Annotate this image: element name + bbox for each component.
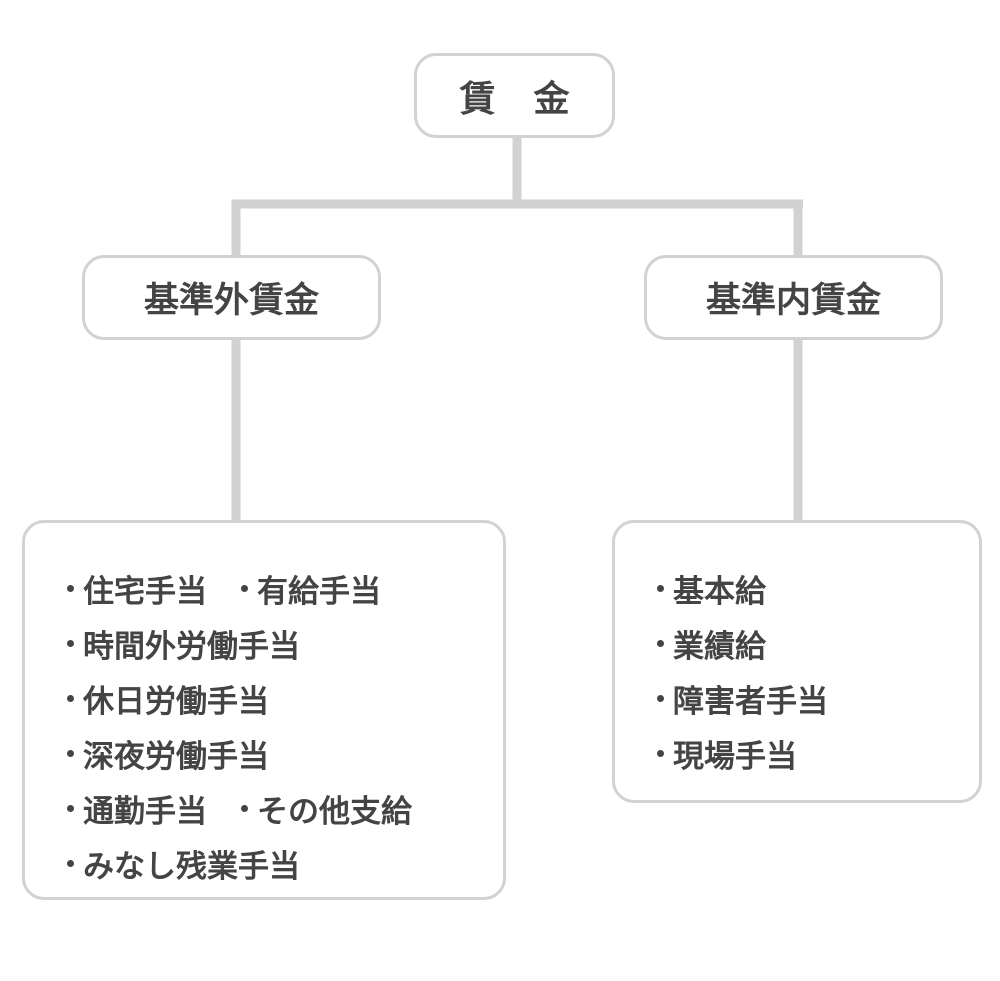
standard-wage-list: 基本給 業績給 障害者手当 現場手当 <box>612 520 982 803</box>
list-row: 深夜労働手当 <box>63 726 503 781</box>
list-row: 現場手当 <box>653 726 979 781</box>
list-item: 通勤手当 <box>63 786 207 831</box>
list-item: みなし残業手当 <box>63 841 300 886</box>
list-item: その他支給 <box>237 786 412 831</box>
bullet-icon <box>241 585 248 592</box>
list-item: 基本給 <box>653 566 766 611</box>
list-row: 業績給 <box>653 616 979 671</box>
list-row: 休日労働手当 <box>63 671 503 726</box>
bullet-icon <box>241 805 248 812</box>
bullet-icon <box>67 860 74 867</box>
list-row: 住宅手当 有給手当 <box>63 561 503 616</box>
root-label-char2: 金 <box>533 78 570 120</box>
root-node-wages: 賃 金 <box>414 53 615 138</box>
list-row: 基本給 <box>653 561 979 616</box>
bullet-icon <box>67 640 74 647</box>
root-label-char1: 賃 <box>459 78 496 120</box>
node-standard-wages: 基準内賃金 <box>644 255 943 340</box>
list-item: 障害者手当 <box>653 676 828 721</box>
list-item-label: 深夜労働手当 <box>83 739 269 775</box>
list-item: 時間外労働手当 <box>63 621 300 666</box>
list-item: 業績給 <box>653 621 766 666</box>
node-label: 基準内賃金 <box>705 281 881 321</box>
non-standard-wage-list: 住宅手当 有給手当 時間外労働手当 休日労働手当 深夜労働手当 通勤手当 その他… <box>22 520 506 900</box>
node-label: 基準外賃金 <box>143 281 319 321</box>
list-item: 休日労働手当 <box>63 676 269 721</box>
list-item-label: みなし残業手当 <box>83 849 300 885</box>
list-row: 障害者手当 <box>653 671 979 726</box>
bullet-icon <box>657 640 664 647</box>
list-item-label: 時間外労働手当 <box>83 629 300 665</box>
list-row: みなし残業手当 <box>63 836 503 891</box>
list-item-label: 通勤手当 <box>83 794 207 830</box>
list-item: 有給手当 <box>237 566 381 611</box>
list-item-label: 業績給 <box>673 629 766 665</box>
bullet-icon <box>67 805 74 812</box>
list-item: 現場手当 <box>653 731 797 776</box>
list-item-label: 障害者手当 <box>673 684 828 720</box>
bullet-icon <box>657 585 664 592</box>
list-item-label: 基本給 <box>673 574 766 610</box>
list-item-label: その他支給 <box>257 794 412 830</box>
bullet-icon <box>67 585 74 592</box>
node-non-standard-wages: 基準外賃金 <box>82 255 381 340</box>
bullet-icon <box>657 750 664 757</box>
bullet-icon <box>657 695 664 702</box>
list-item-label: 有給手当 <box>257 574 381 610</box>
list-item-label: 住宅手当 <box>83 574 207 610</box>
list-row: 通勤手当 その他支給 <box>63 781 503 836</box>
list-item: 住宅手当 <box>63 566 207 611</box>
list-row: 時間外労働手当 <box>63 616 503 671</box>
bullet-icon <box>67 695 74 702</box>
list-item: 深夜労働手当 <box>63 731 269 776</box>
list-item-label: 休日労働手当 <box>83 684 269 720</box>
list-item-label: 現場手当 <box>673 739 797 775</box>
bullet-icon <box>67 750 74 757</box>
